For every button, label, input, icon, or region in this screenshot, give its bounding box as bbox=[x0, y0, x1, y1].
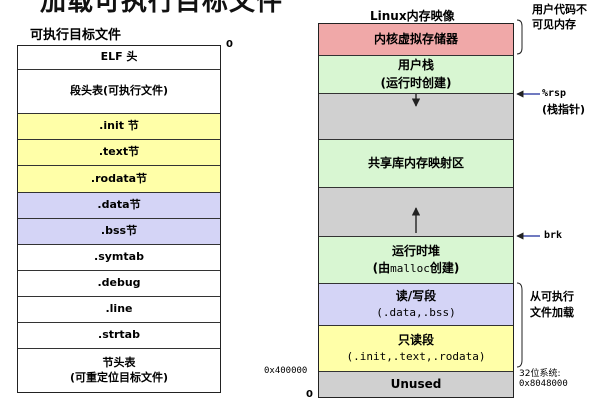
section-init: .init 节 bbox=[18, 114, 220, 140]
section-label: .symtab bbox=[94, 250, 144, 264]
section-label: 段头表(可执行文件) bbox=[69, 84, 169, 98]
section-rodata: .rodata节 bbox=[18, 166, 220, 193]
segment-user-stack: 用户栈 (运行时创建) bbox=[319, 56, 513, 94]
memory-image-segments: 内核虚拟存储器 用户栈 (运行时创建) 共享库内存映射区 运行时堆 (由mall… bbox=[318, 23, 514, 398]
heap-note-prefix: (由 bbox=[372, 261, 391, 275]
loaded-from-file-line1: 从可执行 bbox=[530, 290, 574, 303]
executable-file-title: 可执行目标文件 bbox=[30, 28, 122, 43]
segment-label-note: (运行时创建) bbox=[380, 75, 452, 90]
section-strtab: .strtab bbox=[18, 323, 220, 349]
malloc-keyword: malloc bbox=[390, 262, 430, 275]
section-label: 节头表 bbox=[102, 356, 136, 370]
user-invisible-note-line2: 可见内存 bbox=[532, 18, 576, 31]
rsp-note: (栈指针) bbox=[542, 103, 586, 116]
section-label-note: (可重定位目标文件) bbox=[69, 370, 169, 384]
section-program-header-table: 段头表(可执行文件) bbox=[18, 70, 220, 114]
memory-image-title: Linux内存映像 bbox=[370, 9, 455, 23]
segment-runtime-heap: 运行时堆 (由malloc创建) bbox=[319, 237, 513, 284]
loaded-from-file-line2: 文件加载 bbox=[530, 306, 574, 319]
file-offset-zero-label: 0 bbox=[226, 39, 233, 50]
address-0x400000: 0x400000 bbox=[264, 366, 308, 376]
segment-label: 读/写段 bbox=[395, 288, 437, 303]
user-invisible-note-line1: 用户代码不 bbox=[532, 3, 587, 16]
rsp-label: %rsp bbox=[542, 88, 567, 99]
executable-file-sections: ELF 头 段头表(可执行文件) .init 节 .text节 .rodata节… bbox=[17, 45, 221, 393]
heap-note-suffix: 创建) bbox=[429, 261, 460, 275]
address-0x8048000: 0x8048000 bbox=[519, 379, 568, 389]
section-elf-header: ELF 头 bbox=[18, 46, 220, 70]
segment-kernel-memory: 内核虚拟存储器 bbox=[319, 24, 513, 56]
brk-label: brk bbox=[544, 230, 563, 241]
segment-read-write: 读/写段 (.data,.bss) bbox=[319, 284, 513, 326]
segment-label: 只读段 bbox=[397, 332, 434, 347]
section-label: .line bbox=[105, 302, 133, 316]
segment-shared-libraries: 共享库内存映射区 bbox=[319, 140, 513, 188]
section-bss: .bss节 bbox=[18, 219, 220, 245]
segment-label: 用户栈 bbox=[397, 58, 434, 73]
section-label: .bss节 bbox=[100, 224, 138, 238]
section-header-table: 节头表 (可重定位目标文件) bbox=[18, 349, 220, 392]
section-label: .text节 bbox=[98, 145, 140, 159]
section-label: .rodata节 bbox=[90, 171, 148, 185]
segment-label-note: (.data,.bss) bbox=[376, 306, 456, 320]
segment-label-note: (.init,.text,.rodata) bbox=[346, 350, 486, 364]
loaded-segments-bracket bbox=[516, 282, 523, 368]
page-heading: 加载可执行目标文件 bbox=[40, 0, 284, 17]
segment-label: 运行时堆 bbox=[391, 243, 440, 258]
segment-label: 共享库内存映射区 bbox=[367, 155, 464, 170]
segment-label: 内核虚拟存储器 bbox=[373, 31, 458, 46]
section-label: .init 节 bbox=[99, 119, 139, 133]
segment-unused: Unused bbox=[319, 372, 513, 397]
section-line: .line bbox=[18, 297, 220, 323]
section-symtab: .symtab bbox=[18, 245, 220, 271]
section-label: ELF 头 bbox=[100, 50, 138, 64]
segment-label: Unused bbox=[390, 376, 442, 391]
section-label: .data节 bbox=[97, 198, 141, 212]
section-text: .text节 bbox=[18, 140, 220, 166]
address-zero-label: 0 bbox=[306, 389, 313, 400]
kernel-bracket bbox=[516, 19, 523, 55]
section-data: .data节 bbox=[18, 193, 220, 219]
section-debug: .debug bbox=[18, 271, 220, 297]
segment-read-only: 只读段 (.init,.text,.rodata) bbox=[319, 326, 513, 372]
segment-label-note: (由malloc创建) bbox=[373, 260, 460, 277]
section-label: .strtab bbox=[98, 328, 140, 342]
32bit-system-label: 32位系统: bbox=[519, 369, 561, 379]
section-label: .debug bbox=[97, 276, 141, 290]
